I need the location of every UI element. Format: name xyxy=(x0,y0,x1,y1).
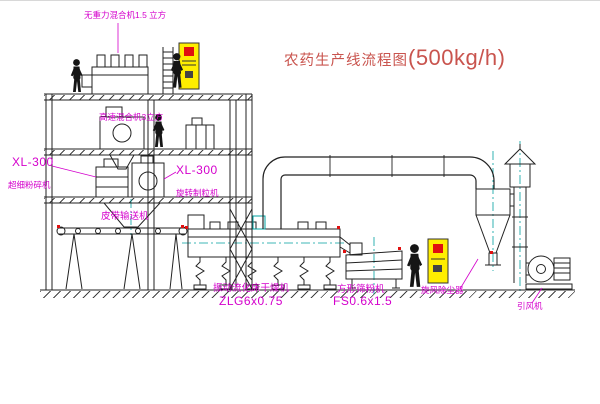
induced-draft-fan xyxy=(525,255,573,290)
discharge-hopper xyxy=(102,202,162,228)
label-high-speed-mixer: 高速混合机3立方 xyxy=(99,112,164,122)
red-point-markers xyxy=(57,225,493,254)
belt-conveyor-machine xyxy=(56,226,188,290)
chimney-cap xyxy=(503,144,537,165)
label-dryer-name: 振动流化床干燥机 xyxy=(213,283,290,294)
label-xl300-right-name: 旋转制粒机 xyxy=(176,188,219,198)
diagram-title-text: 农药生产线流程图 xyxy=(284,53,408,69)
ground-hatch xyxy=(40,291,575,298)
control-cabinet-2 xyxy=(427,238,449,284)
exhaust-duct xyxy=(262,155,495,229)
exhaust-stack xyxy=(503,144,537,283)
floor2-machine xyxy=(185,117,215,150)
diagram-title: 农药生产线流程图(500kg/h) xyxy=(284,45,505,71)
worker-figure-ground xyxy=(407,244,423,287)
cyclone-separator xyxy=(475,188,514,266)
control-cabinet-1 xyxy=(178,42,200,90)
top-mixer-machine xyxy=(81,54,149,95)
building-structure xyxy=(44,93,253,290)
label-xl300-left-model: XL-300 xyxy=(12,155,54,169)
diagram-title-capacity: (500kg/h) xyxy=(408,45,506,70)
label-sieve-name: 方形筛粉机 xyxy=(337,284,385,295)
label-belt-conveyor: 皮带输送机 xyxy=(101,211,149,222)
granulator-machine xyxy=(131,155,165,198)
fluid-bed-dryer xyxy=(187,214,351,290)
label-sieve-model: FS0.6x1.5 xyxy=(333,294,393,308)
label-top-mixer: 无重力混合机1.5 立方 xyxy=(84,10,167,20)
square-sieve xyxy=(345,242,403,289)
dryer-inlet-box xyxy=(252,215,266,230)
slab-hatch-1 xyxy=(44,95,252,100)
ladder xyxy=(162,47,174,94)
label-leader-lines xyxy=(51,23,543,304)
label-cyclone: 旋风除尘器 xyxy=(421,285,464,295)
label-xl300-right-model: XL-300 xyxy=(176,163,218,177)
high-speed-mixer-machine xyxy=(99,106,145,170)
label-fan: 引风机 xyxy=(517,301,543,311)
label-xl300-left-name: 超细粉碎机 xyxy=(8,180,51,190)
pulverizer-machine xyxy=(95,158,129,198)
worker-figure-top xyxy=(70,59,83,92)
label-dryer-model: ZLG6x0.75 xyxy=(219,294,283,308)
